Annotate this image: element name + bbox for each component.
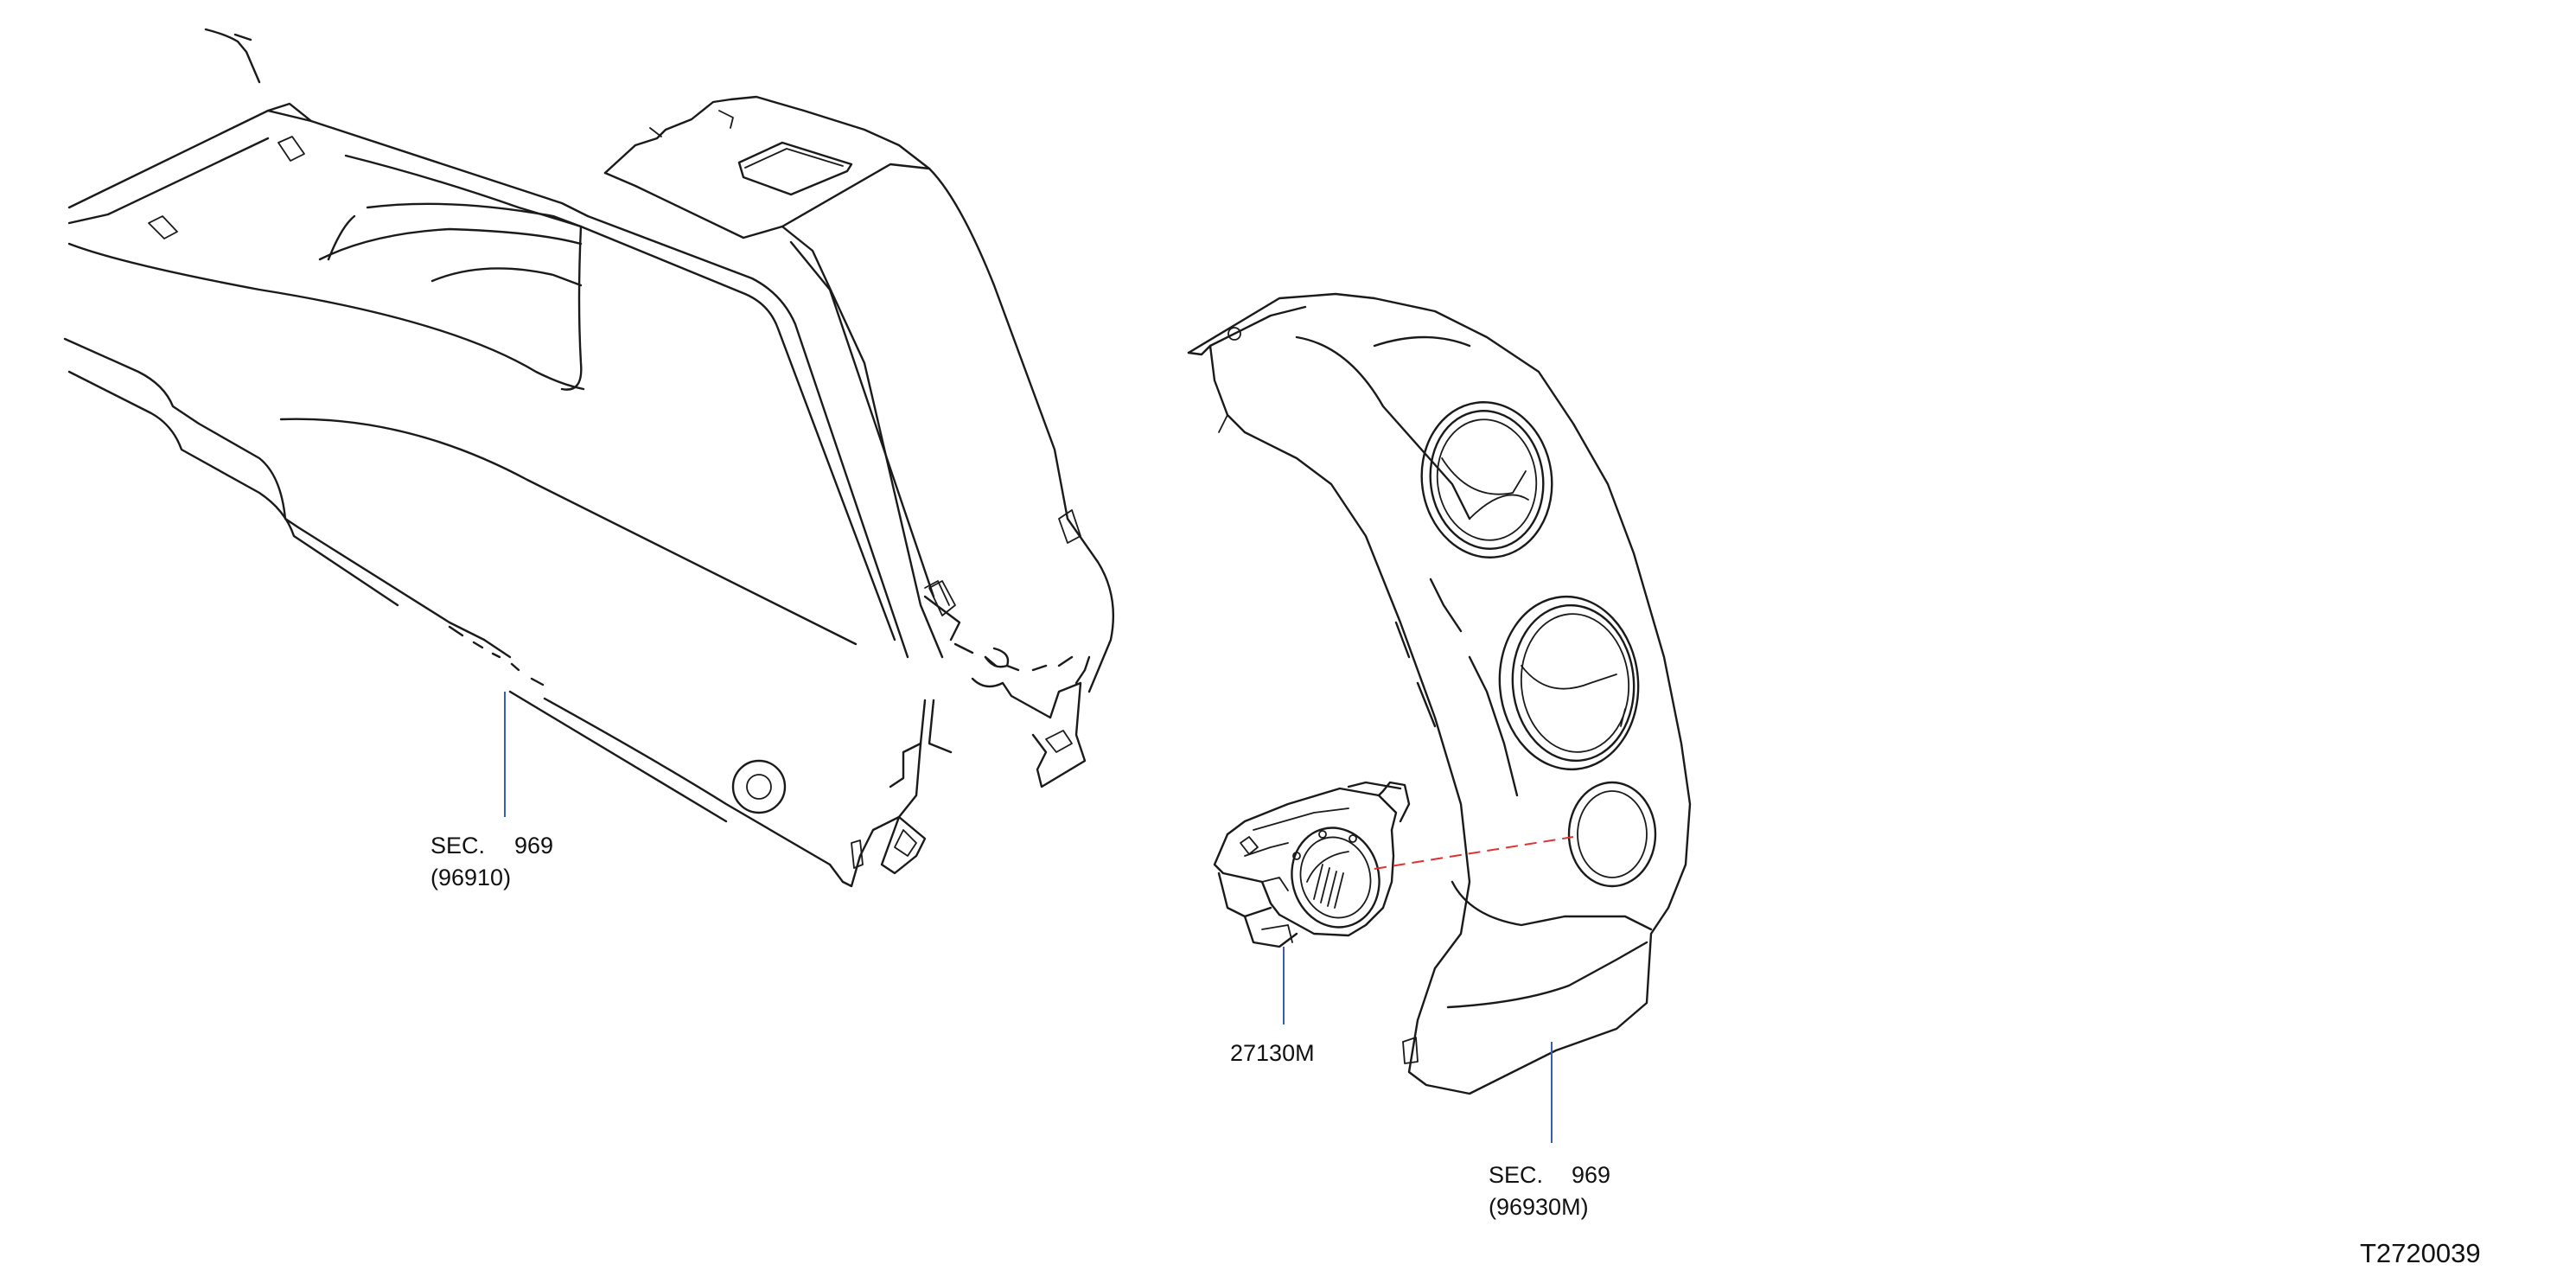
callout-switch: 27130M	[1230, 1040, 1315, 1066]
part-code: (96930M)	[1489, 1194, 1589, 1220]
part-code: (96910)	[430, 865, 511, 890]
section-link-969[interactable]: 969	[514, 833, 553, 859]
sec-prefix: SEC.	[1489, 1162, 1543, 1188]
callout-side-panel: SEC. 969 (96930M)	[1489, 1162, 1610, 1220]
callout-center-console: SEC. 969 (96910)	[430, 833, 553, 890]
part-link-27130m[interactable]: 27130M	[1230, 1040, 1315, 1066]
side-panel-drawing	[1187, 292, 1692, 1095]
section-link-969[interactable]: 969	[1572, 1162, 1610, 1188]
center-console-drawing	[63, 28, 1115, 888]
diagram-id: T2720039	[2360, 1238, 2481, 1268]
alignment-line	[1374, 836, 1574, 870]
switch-drawing	[1213, 781, 1411, 948]
sec-prefix: SEC.	[430, 833, 485, 859]
